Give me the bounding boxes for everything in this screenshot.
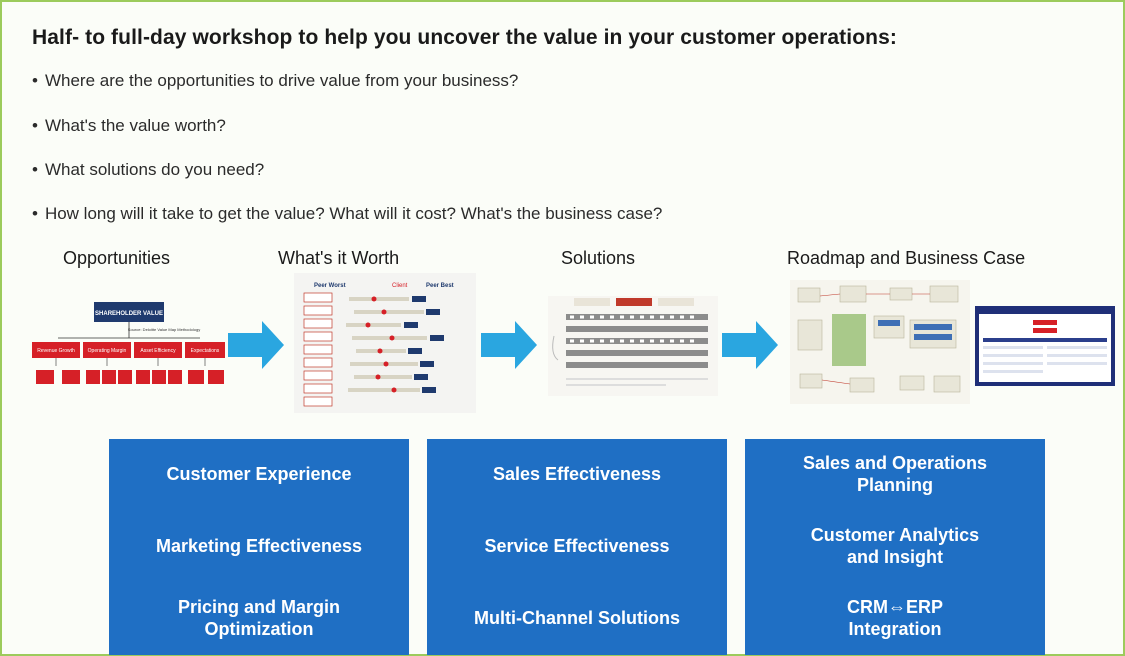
tree-subtitle: Source: Deloitte Value Map Methodology [128, 327, 200, 332]
tile-sales-effectiveness[interactable]: Sales Effectiveness [427, 439, 727, 511]
bullet-glyph: • [32, 204, 38, 223]
tree-node-label: Operating Margin [88, 348, 127, 354]
worth-legend-worst: Peer Worst [314, 283, 346, 289]
bullet-glyph: • [32, 116, 38, 135]
opportunities-value-tree-thumbnail: SHAREHOLDER VALUE Source: Deloitte Value… [32, 302, 225, 384]
bullet-glyph: • [32, 71, 38, 90]
tree-node-label: Expectations [191, 348, 220, 354]
bullet-text: Where are the opportunities to drive val… [44, 71, 519, 90]
tile-sales-operations-planning[interactable]: Sales and Operations Planning [745, 439, 1045, 511]
tile-label: Pricing and Margin Optimization [177, 597, 341, 639]
tile-crm-erp-integration[interactable]: CRM⇔ERP Integration [745, 583, 1045, 655]
bullet-item: • What solutions do you need? [32, 160, 264, 180]
step-label-opportunities: Opportunities [63, 248, 171, 268]
tile-label: Marketing Effectiveness [155, 536, 363, 557]
bullet-glyph: • [32, 160, 38, 179]
tile-label: CRM⇔ERP Integration [846, 597, 943, 639]
roadmap-thumbnail [790, 280, 970, 404]
tile-label: Sales Effectiveness [492, 464, 662, 485]
step-label-roadmap: Roadmap and Business Case [787, 248, 1026, 268]
bullet-item: • Where are the opportunities to drive va… [32, 71, 518, 91]
tree-root-box [94, 302, 164, 322]
bullet-text: What solutions do you need? [44, 160, 265, 179]
business-case-screen-thumbnail [975, 306, 1115, 386]
worth-chart-thumbnail: Peer Worst Client Peer Best [294, 273, 476, 413]
tile-label: Multi-Channel Solutions [474, 608, 680, 629]
tile-marketing-effectiveness[interactable]: Marketing Effectiveness [109, 511, 409, 583]
tile-customer-analytics[interactable]: Customer Analytics and Insight [745, 511, 1045, 583]
arrow-right-icon [722, 321, 778, 369]
tree-node [32, 342, 80, 358]
worth-legend-best: Peer Best [426, 283, 454, 289]
bullet-item: • What's the value worth? [32, 116, 226, 136]
bullet-text: What's the value worth? [44, 116, 226, 135]
tree-root-label: SHAREHOLDER VALUE [95, 311, 163, 317]
tile-label: Sales and Operations Planning [802, 453, 988, 495]
arrow-right-icon [228, 321, 284, 369]
tree-node-label: Revenue Growth [37, 348, 75, 354]
solutions-matrix-thumbnail [548, 296, 718, 396]
page-heading: Half- to full-day workshop to help you u… [32, 26, 897, 49]
bullet-item: • How long will it take to get the value?… [32, 204, 662, 224]
tree-node-label: Asset Efficiency [140, 348, 176, 354]
tile-label: Customer Experience [166, 464, 352, 485]
tree-node [185, 342, 225, 358]
tile-label: Customer Analytics and Insight [810, 525, 980, 567]
step-label-solutions: Solutions [561, 248, 636, 268]
tree-node [134, 342, 182, 358]
step-label-worth: What's it Worth [278, 248, 400, 268]
worth-legend-client: Client [392, 283, 408, 289]
tree-node [83, 342, 131, 358]
tile-customer-experience[interactable]: Customer Experience [109, 439, 409, 511]
tile-multi-channel[interactable]: Multi-Channel Solutions [427, 583, 727, 655]
tile-label: Service Effectiveness [484, 536, 670, 557]
bullet-text: How long will it take to get the value? … [44, 204, 663, 223]
tile-service-effectiveness[interactable]: Service Effectiveness [427, 511, 727, 583]
arrow-right-icon [481, 321, 537, 369]
tile-pricing-margin[interactable]: Pricing and Margin Optimization [109, 583, 409, 655]
